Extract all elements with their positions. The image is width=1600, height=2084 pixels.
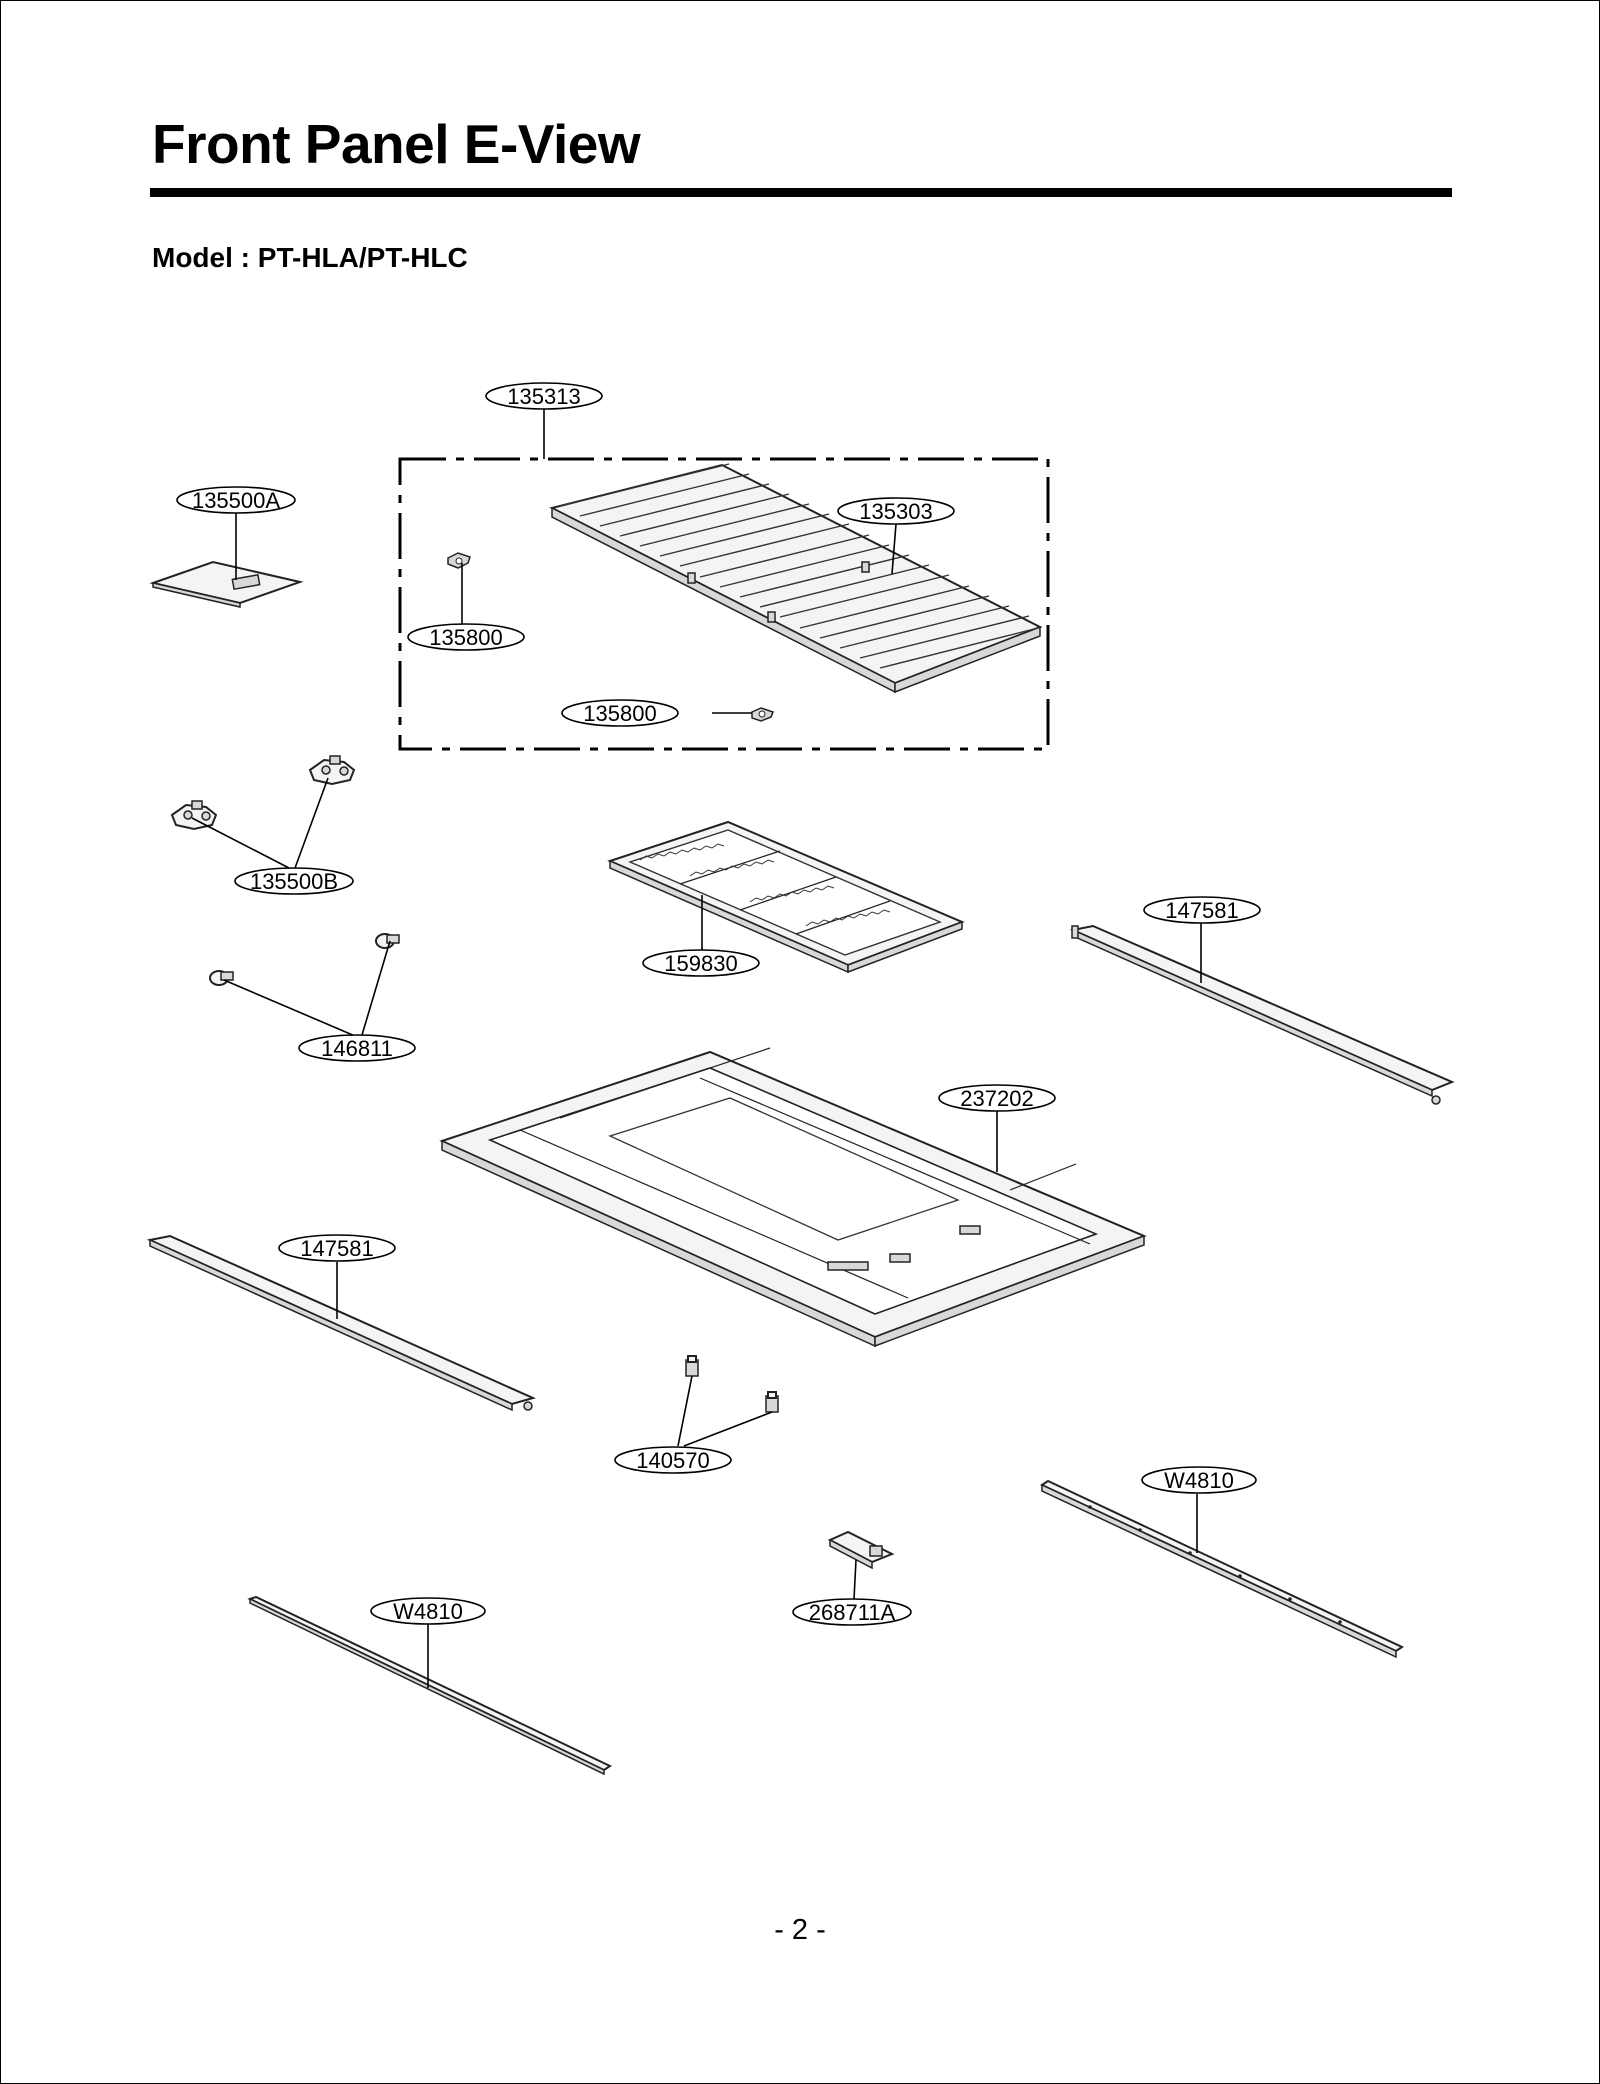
part-knob-146811-a xyxy=(375,933,400,949)
part-plate-135500A xyxy=(149,560,304,608)
part-connector-140570-a xyxy=(685,1355,699,1377)
callout-147581-a: 147581 xyxy=(1143,896,1261,924)
svg-text:135800: 135800 xyxy=(429,625,502,650)
callout-135800-b: 135800 xyxy=(561,699,679,727)
part-bracket-268711A xyxy=(827,1530,895,1570)
page-number: - 2 - xyxy=(774,1914,826,1946)
part-frame-237202 xyxy=(439,1047,1147,1348)
part-clip-135800-a xyxy=(447,552,471,569)
svg-text:147581: 147581 xyxy=(300,1236,373,1261)
part-grille-135303 xyxy=(549,463,1043,694)
callout-159830: 159830 xyxy=(642,949,760,977)
callout-135500B: 135500B xyxy=(234,867,354,895)
svg-text:135500B: 135500B xyxy=(250,869,338,894)
title-rule xyxy=(150,188,1452,197)
svg-text:159830: 159830 xyxy=(664,951,737,976)
svg-text:135500A: 135500A xyxy=(192,488,280,513)
svg-text:135313: 135313 xyxy=(507,384,580,409)
part-bracket-135500B-b xyxy=(170,800,218,831)
svg-text:146811: 146811 xyxy=(321,1036,393,1061)
page-title: Front Panel E-View xyxy=(152,113,641,175)
part-rail-W4810-b xyxy=(247,1595,613,1776)
svg-text:135303: 135303 xyxy=(859,499,932,524)
svg-text:W4810: W4810 xyxy=(393,1599,463,1624)
part-rail-W4810-a xyxy=(1039,1479,1405,1659)
svg-text:147581: 147581 xyxy=(1165,898,1238,923)
part-trim-147581-a xyxy=(1069,924,1455,1105)
callout-268711A: 268711A xyxy=(792,1598,912,1626)
part-connector-140570-b xyxy=(765,1391,779,1413)
callout-135303: 135303 xyxy=(837,497,955,525)
part-clip-135800-b xyxy=(751,707,774,722)
part-bracket-135500B-a xyxy=(308,755,356,786)
assembly-boundary-135313 xyxy=(398,457,1050,751)
model-label: Model : PT-HLA/PT-HLC xyxy=(152,242,468,273)
callout-W4810-a: W4810 xyxy=(1141,1466,1257,1494)
part-knob-146811-b xyxy=(209,970,234,986)
svg-text:140570: 140570 xyxy=(636,1448,709,1473)
callout-146811: 146811 xyxy=(298,1034,416,1062)
part-filter-159830 xyxy=(607,820,965,974)
callout-135313: 135313 xyxy=(485,382,603,410)
svg-text:W4810: W4810 xyxy=(1164,1468,1234,1493)
callout-W4810-b: W4810 xyxy=(370,1597,486,1625)
callout-135500A: 135500A xyxy=(176,486,296,514)
leader-lines xyxy=(191,409,1202,1688)
part-trim-147581-b xyxy=(146,1234,536,1412)
callout-237202: 237202 xyxy=(938,1084,1056,1112)
svg-text:135800: 135800 xyxy=(583,701,656,726)
callout-140570: 140570 xyxy=(614,1446,732,1474)
svg-text:268711A: 268711A xyxy=(809,1600,896,1625)
callout-147581-b: 147581 xyxy=(278,1234,396,1262)
callout-135800-a: 135800 xyxy=(407,623,525,651)
svg-text:237202: 237202 xyxy=(960,1086,1033,1111)
